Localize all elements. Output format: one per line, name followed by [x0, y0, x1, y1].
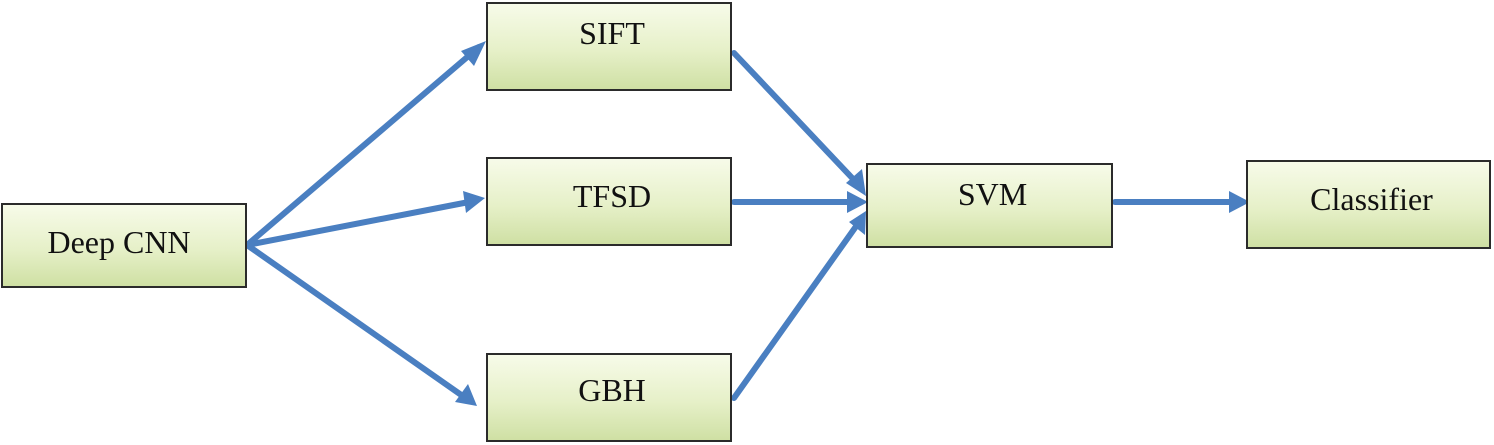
gbh-label: GBH — [578, 371, 646, 408]
tfsd-label: TFSD — [572, 177, 652, 214]
deep-cnn-box: Deep CNN — [1, 203, 247, 288]
arrowhead-tfsd — [463, 191, 485, 213]
arrow-gbh-to-svm — [731, 222, 860, 401]
sift-box: SIFT — [486, 2, 732, 91]
arrowhead-svm-from-sift — [846, 169, 866, 196]
classifier-box: Classifier — [1246, 160, 1491, 249]
arrowhead-svm-from-tfsd — [847, 191, 868, 213]
arrowhead-classifier — [1229, 191, 1250, 213]
svm-box: SVM — [866, 163, 1113, 248]
arrow-deep-cnn-to-sift — [244, 44, 482, 248]
classifier-label: Classifier — [1310, 180, 1433, 217]
arrowhead-svm-from-gbh — [849, 211, 866, 235]
arrow-deep-cnn-to-gbh — [244, 242, 470, 402]
arrow-deep-cnn-to-tfsd — [244, 199, 472, 248]
tfsd-box: TFSD — [486, 157, 732, 246]
sift-label: SIFT — [579, 14, 645, 51]
arrowhead-gbh — [455, 384, 477, 406]
arrow-sift-to-svm — [731, 50, 858, 184]
gbh-box: GBH — [486, 353, 732, 442]
svm-label: SVM — [957, 175, 1028, 212]
deep-cnn-label: Deep CNN — [47, 223, 191, 260]
arrowhead-sift — [461, 41, 486, 66]
